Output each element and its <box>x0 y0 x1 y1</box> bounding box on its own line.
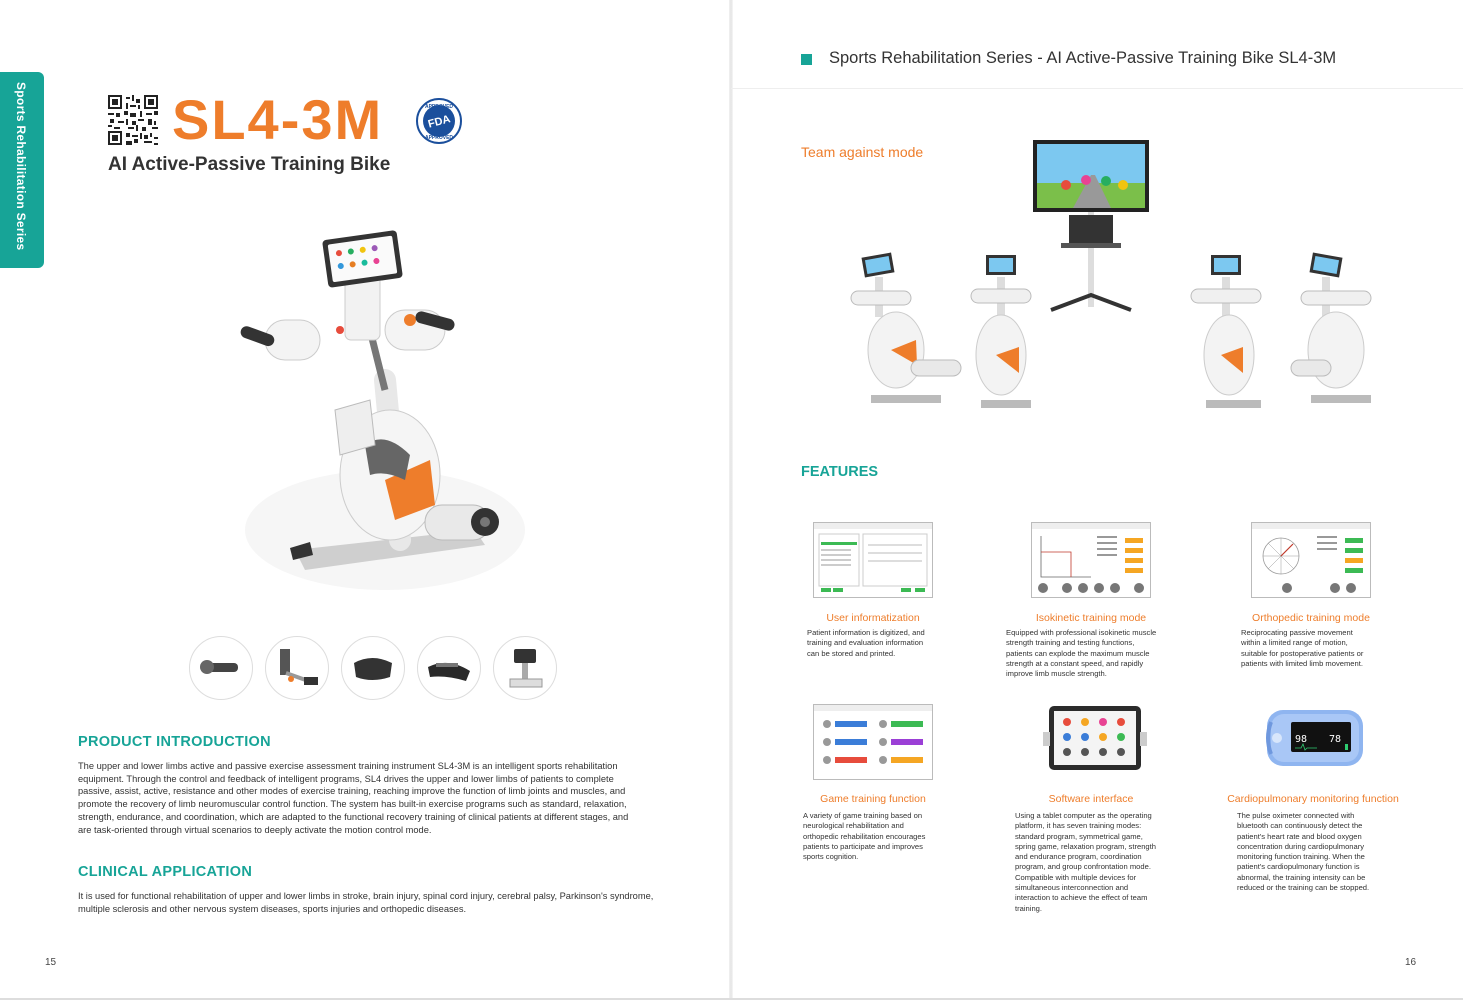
feature-line: can be stored and printed. <box>807 648 896 658</box>
feature-title: User informatization <box>826 612 920 624</box>
series-side-tab: Sports Rehabilitation Series <box>0 72 44 268</box>
feature-line: strength training and testing functions, <box>1006 638 1135 648</box>
product-introduction-text: The upper and lower limbs active and pas… <box>78 760 678 836</box>
user-informatization-screenshot <box>813 522 933 598</box>
pulse-oximeter-image: 98 78 <box>1266 710 1363 766</box>
fda-top-text: APPROVED <box>425 104 453 110</box>
feature-title: Isokinetic training mode <box>1035 612 1147 624</box>
accessory-handle-thumb <box>189 636 253 700</box>
accessory-arm-support-thumb <box>265 636 329 700</box>
feature-line: within a limited range of motion, <box>1241 638 1348 648</box>
feature-line: neurological rehabilitation and <box>803 821 904 831</box>
feature-line: Compatible with multiple devices for <box>1015 872 1137 882</box>
feature-line: A variety of game training based on <box>803 811 923 820</box>
feature-line: patients with limited limb movement. <box>1241 658 1363 668</box>
feature-line: The pulse oximeter connected with <box>1237 811 1355 820</box>
feature-line: platform, it has seven training modes: <box>1015 821 1142 831</box>
model-name: SL4-3M <box>172 88 384 151</box>
feature-line: patients to participate and improves <box>803 841 923 851</box>
intro-line: strength, endurance, and coordination, w… <box>78 811 629 822</box>
software-interface-tablet-image <box>1043 706 1147 770</box>
feature-line: bluetooth can continuously detect the <box>1237 821 1363 831</box>
intro-line: passive, assist, active, resistance and … <box>78 786 626 797</box>
clinical-line: It is used for functional rehabilitation… <box>78 891 654 901</box>
team-against-mode-image <box>850 140 1372 408</box>
oximeter-spo2-readout: 98 <box>1295 734 1307 745</box>
feature-line: sports cognition. <box>803 852 859 862</box>
feature-line: orthopedic rehabilitation encourages <box>803 831 926 841</box>
feature-description: Patient information is digitized, and tr… <box>807 628 975 659</box>
feature-line: strength at a constant speed, and rapidl… <box>1006 658 1144 668</box>
feature-line: Reciprocating passive movement <box>1241 628 1353 637</box>
feature-title: Orthopedic training mode <box>1252 612 1370 624</box>
feature-description: Using a tablet computer as the operating… <box>1015 811 1183 914</box>
game-training-screenshot <box>813 704 933 780</box>
feature-description: Reciprocating passive movement within a … <box>1241 628 1409 669</box>
feature-title: Software interface <box>1048 793 1134 805</box>
feature-line: Equipped with professional isokinetic mu… <box>1006 628 1157 637</box>
feature-description: Equipped with professional isokinetic mu… <box>1006 628 1174 679</box>
features-title: FEATURES <box>801 464 879 480</box>
header-divider <box>731 88 1463 89</box>
accessory-foot-strap-thumb <box>417 636 481 700</box>
oximeter-pulse-readout: 78 <box>1329 734 1341 745</box>
feature-line: spring game, relaxation program, strengt… <box>1015 841 1156 851</box>
team-against-mode-label: Team against mode <box>801 144 924 160</box>
feature-line: patient's heart rate and blood oxygen <box>1237 831 1362 841</box>
feature-line: abnormal, the training intensity can be <box>1237 872 1366 882</box>
fda-bottom-text: APPROVED <box>425 135 453 141</box>
accessory-thumbnails <box>189 636 561 700</box>
fda-approved-seal-icon: APPROVED FDA APPROVED <box>416 98 462 144</box>
feature-line: monitoring function training. When the <box>1237 852 1365 862</box>
page-number-left: 15 <box>45 957 57 968</box>
clinical-application-title: CLINICAL APPLICATION <box>78 864 253 880</box>
bike-1 <box>850 252 962 403</box>
feature-line: reduced or the training can be stopped. <box>1237 883 1370 893</box>
feature-title: Cardiopulmonary monitoring function <box>1227 793 1399 805</box>
training-bike-image <box>240 230 525 590</box>
feature-description: A variety of game training based on neur… <box>803 811 971 862</box>
feature-description: The pulse oximeter connected with blueto… <box>1237 811 1405 893</box>
feature-title: Game training function <box>820 793 926 805</box>
feature-line: program, and group confrontation mode. <box>1015 862 1151 872</box>
bike-4 <box>1290 252 1372 403</box>
product-introduction-title: PRODUCT INTRODUCTION <box>78 734 271 750</box>
right-page-header: Sports Rehabilitation Series - AI Active… <box>829 49 1337 67</box>
qr-code-icon <box>108 95 158 145</box>
accessory-tablet-mount-thumb <box>493 636 557 700</box>
fda-middle-text: FDA <box>427 113 452 130</box>
page-number-right: 16 <box>1405 957 1417 968</box>
feature-line: standard program, symmetrical game, <box>1015 831 1143 841</box>
feature-line: patients can explode the maximum muscle <box>1006 648 1150 658</box>
intro-line: are task-oriented through virtual scenar… <box>78 824 432 835</box>
feature-line: and endurance program, coordination <box>1015 852 1142 862</box>
clinical-application-text: It is used for functional rehabilitation… <box>78 890 688 915</box>
bike-3 <box>1190 255 1262 408</box>
feature-line: suitable for postoperative patients or <box>1241 648 1364 658</box>
intro-line: equipment. Through the control and feedb… <box>78 773 614 784</box>
intro-line: promote the recovery of limb neuromuscul… <box>78 799 627 810</box>
side-tab-label: Sports Rehabilitation Series <box>14 82 28 251</box>
feature-line: improve limb muscle strength. <box>1006 669 1107 679</box>
accessory-pad-thumb <box>341 636 405 700</box>
feature-line: training and evaluation information <box>807 638 924 648</box>
feature-line: concentration during cardiopulmonary <box>1237 841 1365 851</box>
orthopedic-training-screenshot <box>1251 522 1371 598</box>
isokinetic-training-screenshot <box>1031 522 1151 598</box>
page-bottom-edge <box>0 998 1463 1000</box>
feature-line: simultaneous interconnection and <box>1015 883 1129 893</box>
right-page: Sports Rehabilitation Series - AI Active… <box>731 0 1463 1000</box>
intro-line: The upper and lower limbs active and pas… <box>78 761 618 771</box>
left-page: Sports Rehabilitation Series SL4-3M APPR… <box>0 0 731 1000</box>
feature-line: patient's cardiopulmonary function is <box>1237 862 1360 872</box>
book-spine <box>729 0 733 1000</box>
feature-line: Patient information is digitized, and <box>807 628 925 637</box>
feature-line: Using a tablet computer as the operating <box>1015 811 1152 820</box>
header-square-icon <box>801 54 812 65</box>
clinical-line: multiple sclerosis and other nervous sys… <box>78 903 467 914</box>
product-subtitle: AI Active-Passive Training Bike <box>108 154 391 175</box>
feature-line: training. <box>1015 903 1043 913</box>
feature-line: interaction to achieve the effect of tea… <box>1015 893 1148 903</box>
bike-2 <box>970 255 1032 408</box>
